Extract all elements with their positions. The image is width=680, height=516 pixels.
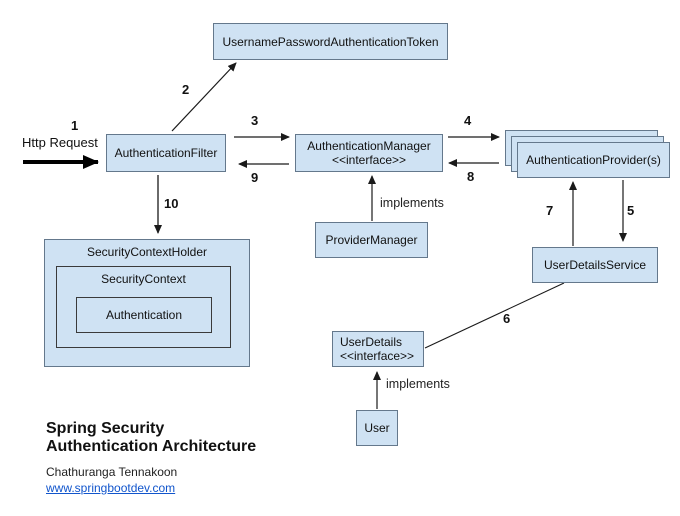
node-authentication-manager: AuthenticationManager <<interface>>	[295, 134, 443, 172]
step-8-number: 8	[467, 169, 475, 184]
step-1-number: 1	[71, 118, 79, 133]
node-label: Authentication	[105, 308, 183, 322]
node-label: SecurityContext	[101, 272, 186, 286]
step-3-number: 3	[251, 113, 259, 128]
node-label: SecurityContextHolder	[86, 245, 208, 259]
node-user-details-service: UserDetailsService	[532, 247, 658, 283]
node-label: User	[364, 421, 390, 435]
author-name: Chathuranga Tennakoon	[46, 465, 178, 479]
step-2-number: 2	[182, 82, 190, 97]
node-stereotype: <<interface>>	[331, 153, 407, 167]
node-username-password-authentication-token: UsernamePasswordAuthenticationToken	[213, 23, 448, 60]
node-user: User	[356, 410, 398, 446]
arrow-step-2	[171, 62, 237, 132]
node-security-context-holder: SecurityContextHolder	[44, 239, 250, 367]
provider-stack-front: AuthenticationProvider(s)	[517, 142, 670, 178]
node-provider-manager: ProviderManager	[315, 222, 428, 258]
node-authentication: Authentication	[76, 297, 212, 333]
node-stereotype: <<interface>>	[340, 349, 415, 363]
user-implements-label: implements	[386, 377, 450, 391]
diagram-title-line1: Spring Security	[46, 420, 165, 437]
step-7-number: 7	[546, 203, 554, 218]
provider-manager-implements-label: implements	[380, 196, 444, 210]
line-step-6	[424, 282, 565, 349]
step-6-number: 6	[503, 311, 511, 326]
step-5-number: 5	[627, 203, 635, 218]
step-4-number: 4	[464, 113, 472, 128]
step-10-number: 10	[164, 196, 179, 211]
http-request-label: Http Request	[22, 135, 98, 150]
node-label: UserDetails	[340, 335, 403, 349]
node-label: AuthenticationFilter	[114, 146, 218, 160]
node-label: ProviderManager	[325, 233, 418, 247]
node-user-details: UserDetails <<interface>>	[332, 331, 424, 367]
step-9-number: 9	[251, 170, 259, 185]
diagram-title-line2: Authentication Architecture	[46, 438, 257, 455]
node-authentication-filter: AuthenticationFilter	[106, 134, 226, 172]
node-label: AuthenticationProvider(s)	[526, 153, 661, 167]
node-label: UserDetailsService	[543, 258, 647, 272]
node-security-context: SecurityContext	[56, 266, 231, 348]
diagram-title: Spring Security Authentication Architect…	[46, 420, 256, 456]
node-label: UsernamePasswordAuthenticationToken	[222, 34, 439, 49]
footer: Spring Security Authentication Architect…	[46, 420, 256, 497]
website-link[interactable]: www.springbootdev.com	[46, 481, 176, 495]
node-label: AuthenticationManager	[307, 139, 431, 153]
